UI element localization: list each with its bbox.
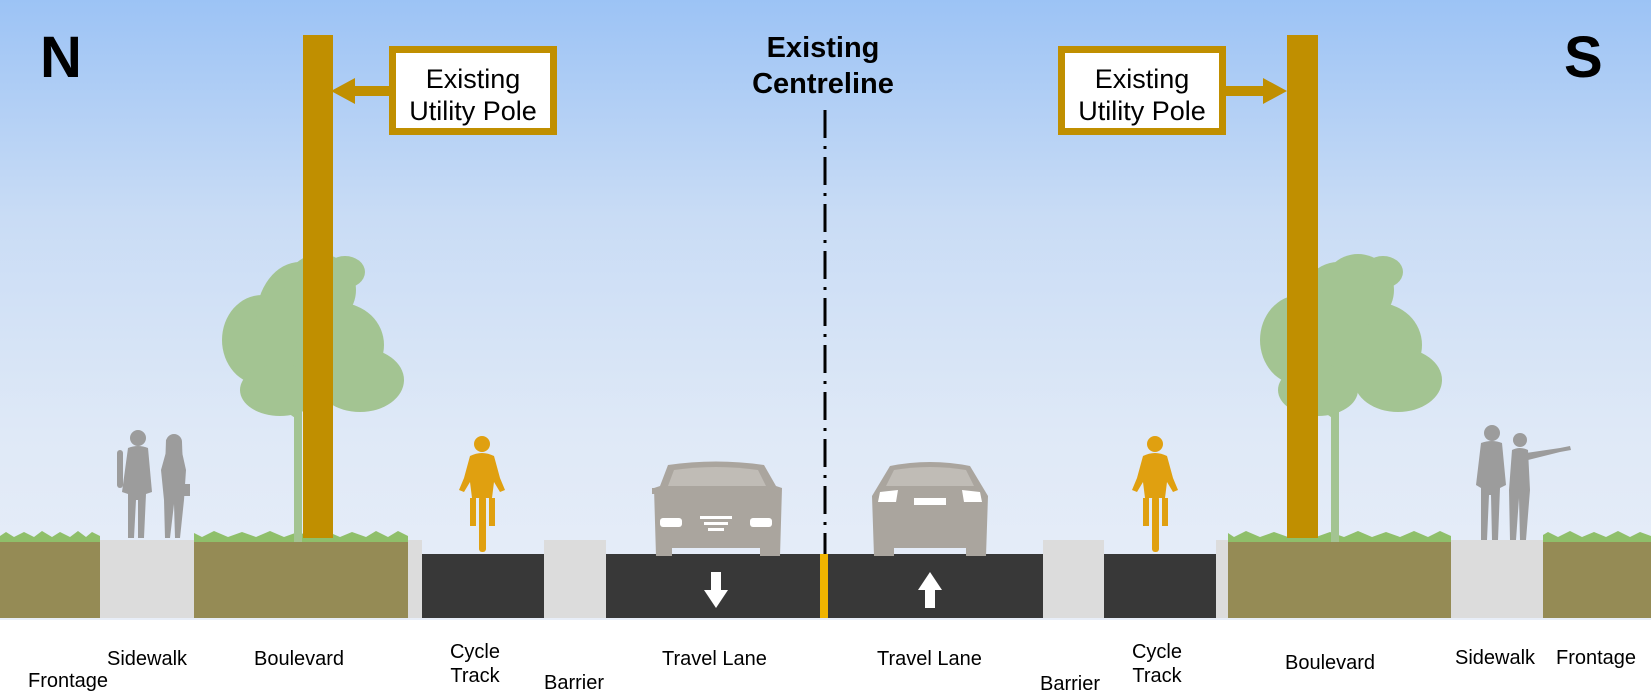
utility-pole-sign-left: Existing Utility Pole [389,46,557,135]
label-boulevard-north: Boulevard [254,648,345,670]
arrow-left-icon [331,78,392,104]
utility-pole-south [1287,35,1318,538]
cycle-track-south [1104,554,1216,618]
sign-right-line2: Utility Pole [1078,96,1206,126]
pedestrians-icon [117,430,190,538]
barrier-south [1043,540,1104,618]
frontage-south [1543,540,1651,618]
north-label: N [40,25,82,90]
label-travel-lane-south: Travel Lane [877,648,982,670]
sign-left-line2: Utility Pole [409,96,537,126]
car-front-icon [652,461,782,556]
label-barrier-north: Barrier [544,672,605,694]
label-frontage-north: Frontage [28,670,109,692]
arrow-down-icon [704,572,728,608]
label-cycle-track-south: Cycle Track [1130,640,1184,688]
label-barrier-south: Barrier [1040,673,1101,695]
centreline-title-line1: Existing [766,32,880,64]
centreline-title: Existing Centreline [713,30,933,102]
label-sidewalk-south: Sidewalk [1455,647,1536,669]
south-label: S [1564,25,1603,90]
pedestrians-icon [1476,425,1571,540]
boulevard-south [1228,540,1451,618]
cycle-track-north [422,554,544,618]
arrow-up-icon [918,572,942,608]
centre-stripe [820,554,828,618]
car-rear-icon [872,462,988,556]
curb-north [408,540,422,618]
centreline-title-line2: Centreline [752,68,894,100]
grass-tufts [0,531,1651,542]
barrier-north [544,540,606,618]
label-frontage-south: Frontage [1556,647,1637,669]
sidewalk-south [1451,540,1543,618]
label-cycle-north-line1: Cycle [449,641,500,663]
label-cycle-north-line2: Track [450,665,500,687]
utility-pole-sign-right: Existing Utility Pole [1058,46,1226,135]
cyclist-icon [459,436,505,552]
label-travel-lane-north: Travel Lane [662,648,767,670]
label-boulevard-south: Boulevard [1285,652,1376,674]
label-cycle-track-north: Cycle Track [448,640,502,688]
sign-right-line1: Existing [1094,64,1190,94]
frontage-north [0,540,100,618]
arrow-right-icon [1226,78,1287,104]
curb-south [1216,540,1228,618]
label-cycle-south-line2: Track [1132,665,1182,687]
label-sidewalk-north: Sidewalk [107,648,188,670]
sign-left-line1: Existing [425,64,521,94]
sidewalk-north [100,540,194,618]
cyclist-icon [1132,436,1178,552]
boulevard-north [194,540,408,618]
label-cycle-south-line1: Cycle [1131,641,1182,663]
utility-pole-north [303,35,333,538]
